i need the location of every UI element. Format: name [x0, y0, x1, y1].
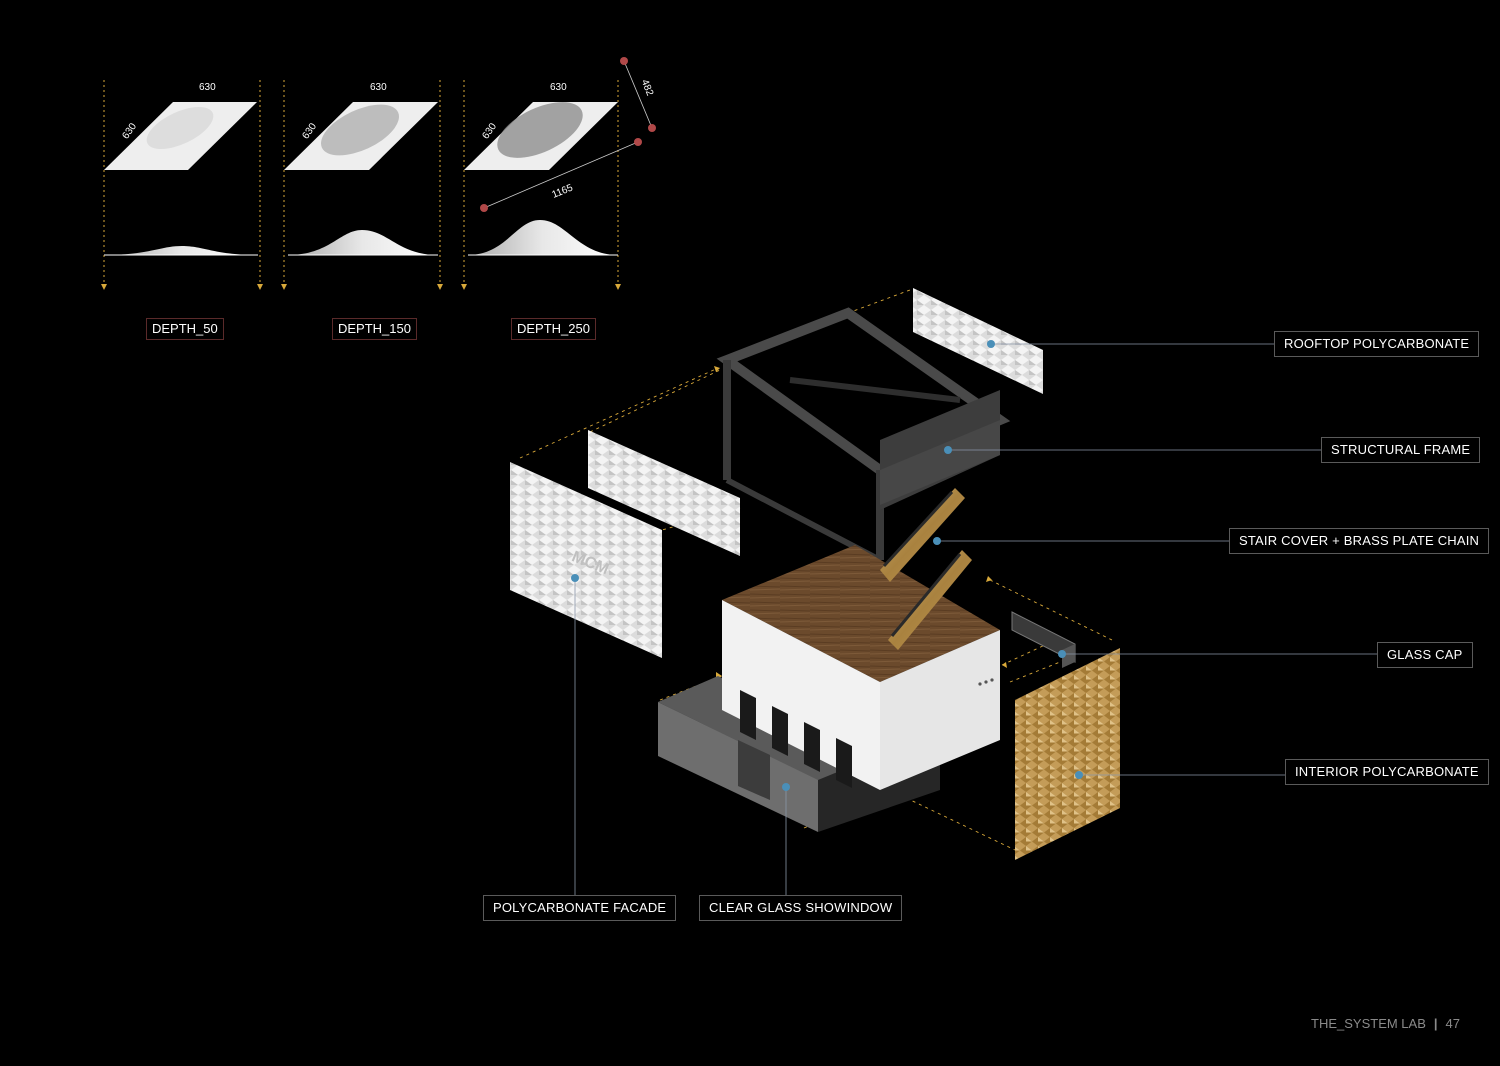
depth-label-50: DEPTH_50 [146, 318, 224, 340]
depth-study-50: 630 630 [104, 82, 258, 256]
label-polycarbonate-facade: POLYCARBONATE FACADE [483, 895, 677, 921]
dim-top-250: 630 [550, 82, 567, 93]
interior-polycarbonate-panel [1015, 648, 1120, 860]
depth-label-250: DEPTH_250 [511, 318, 596, 340]
depth-study-250: 630 630 482 1165 [464, 57, 656, 256]
depth-label-150: DEPTH_150 [332, 318, 417, 340]
footer-brand: THE_SYSTEM LAB [1311, 1016, 1426, 1031]
page-footer: THE_SYSTEM LAB|47 [1311, 1016, 1460, 1031]
dim-top-50: 630 [199, 82, 216, 93]
anchor-dots [571, 340, 1083, 791]
label-structural-frame: STRUCTURAL FRAME [1321, 437, 1481, 463]
dim-top-150: 630 [370, 82, 387, 93]
stair-cover [880, 488, 972, 650]
label-interior-polycarbonate: INTERIOR POLYCARBONATE [1285, 759, 1489, 785]
depth-study-guides [101, 80, 621, 290]
label-rooftop-polycarbonate: ROOFTOP POLYCARBONATE [1274, 331, 1480, 357]
depth-study-150: 630 630 [284, 82, 438, 256]
footer-page-number: 47 [1445, 1016, 1460, 1031]
building-volume [722, 545, 1000, 790]
glass-cap [1011, 611, 1076, 668]
leader-lines [574, 343, 1378, 895]
dim-482: 482 [639, 78, 656, 98]
label-glass-cap: GLASS CAP [1377, 642, 1473, 668]
label-clear-glass-showindow: CLEAR GLASS SHOWINDOW [699, 895, 903, 921]
label-stair-cover: STAIR COVER + BRASS PLATE CHAIN [1229, 528, 1490, 554]
rooftop-polycarbonate-panel [913, 288, 1043, 394]
dim-1165: 1165 [551, 182, 575, 200]
polycarbonate-facade-panels: MCM [510, 430, 740, 658]
